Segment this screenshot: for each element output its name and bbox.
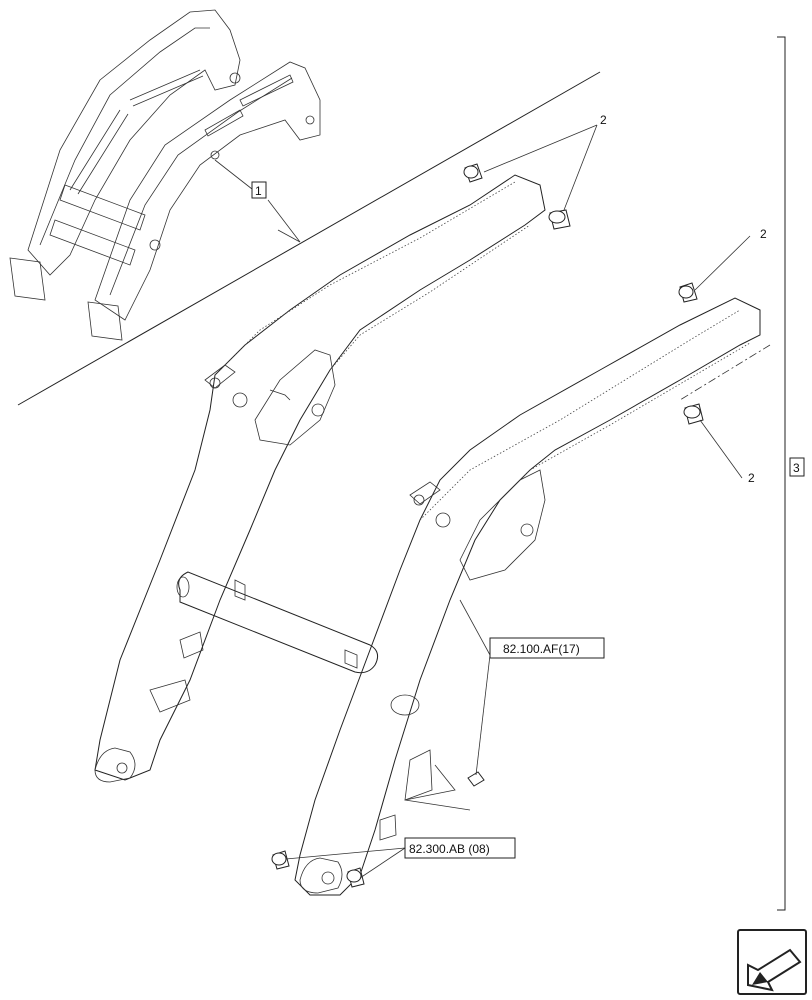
reference-grease-fitting[interactable]: 82.100.AF(17) — [459, 599, 605, 776]
callout-2-label-right: 2 — [760, 227, 767, 241]
callout-3-label: 3 — [793, 461, 800, 475]
next-page-arrow-icon[interactable] — [737, 929, 807, 995]
loader-overview-thumbnail — [9, 9, 601, 406]
bushing-rear-upper-a — [463, 163, 483, 183]
callout-2-label-lower: 2 — [748, 471, 755, 485]
callout-1-label: 1 — [255, 184, 262, 198]
reference-grease-fitting-label: 82.100.AF(17) — [503, 642, 580, 656]
callout-2-label-top: 2 — [600, 113, 607, 127]
callout-1: 1 — [214, 159, 301, 243]
loader-frame — [94, 174, 761, 896]
bushing-lower-b — [346, 867, 365, 888]
bushing-rear-upper-b — [548, 209, 571, 230]
reference-pin-bushings-label: 82.300.AB (08) — [409, 842, 490, 856]
callout-2-leaders — [483, 124, 751, 479]
reference-pin-bushings[interactable]: 82.300.AB (08) — [285, 837, 516, 879]
callout-3-bracket: 3 — [777, 36, 805, 911]
bushing-front-upper-a — [678, 282, 698, 303]
bushing-front-upper-b — [683, 403, 704, 425]
bushing-lower-a — [271, 850, 290, 870]
